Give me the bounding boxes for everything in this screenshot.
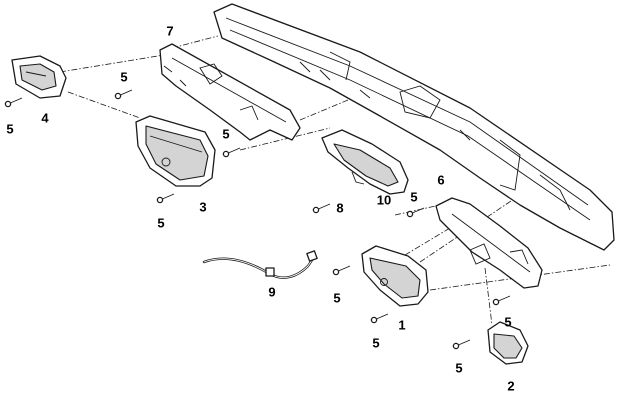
bumper-frame (213, 3, 615, 251)
callout-5-c: 5 (222, 126, 230, 142)
screw-5i (452, 339, 471, 350)
light-part-4 (11, 55, 67, 99)
callout-5-f: 5 (333, 290, 341, 306)
callout-8: 8 (336, 200, 344, 216)
screw-5e (406, 207, 425, 218)
callout-9: 9 (268, 284, 276, 300)
callout-3: 3 (199, 199, 207, 215)
bracket-right (435, 197, 543, 289)
callout-5-d: 5 (157, 215, 165, 231)
callout-5-a: 5 (6, 121, 14, 137)
callout-5-h: 5 (504, 314, 512, 330)
screw-5h (492, 295, 511, 306)
callout-2: 2 (507, 378, 515, 394)
callout-5-i: 5 (455, 360, 463, 376)
bracket-left (159, 43, 301, 141)
callout-5-b: 5 (120, 69, 128, 85)
screw-5f (332, 265, 351, 276)
screw-8 (312, 203, 331, 214)
reflector-part-10 (321, 129, 409, 195)
callout-10: 10 (376, 192, 392, 208)
screw-5b (114, 89, 133, 100)
light-part-2 (487, 321, 529, 365)
callout-1: 1 (398, 317, 406, 333)
screw-5a (4, 97, 23, 108)
callout-7: 7 (166, 23, 174, 39)
callout-6: 6 (437, 172, 445, 188)
callout-5-e: 5 (410, 189, 418, 205)
screw-5c (222, 147, 241, 158)
callout-4: 4 (41, 110, 49, 126)
callout-5-g: 5 (372, 335, 380, 351)
screws (4, 89, 511, 350)
light-part-1 (361, 245, 429, 307)
screw-5d (156, 193, 175, 204)
wire-harness-part-9 (202, 250, 318, 279)
light-part-3 (135, 115, 216, 187)
screw-5g (370, 313, 389, 324)
